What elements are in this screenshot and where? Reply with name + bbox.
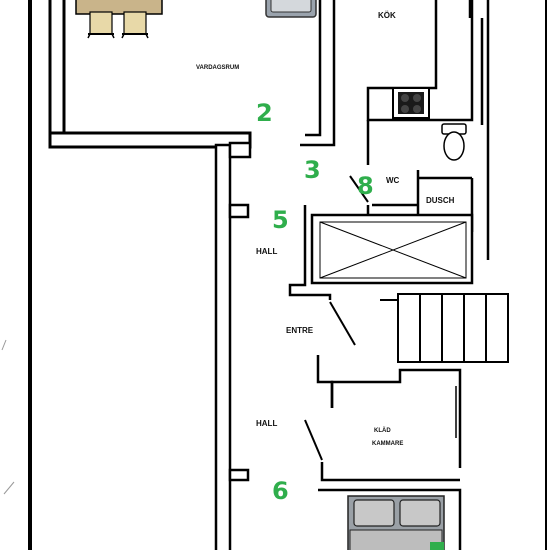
kitchen-inner-wall [300,0,336,147]
shaft-inner [319,221,467,279]
dining-table [75,0,163,39]
shaft-cross-2 [319,221,467,279]
armchair-seat [270,0,312,13]
living-room-wall-left [48,0,66,137]
stairs-outline [397,293,509,363]
stove-burner-3 [401,105,409,113]
bed-pillow-left [353,499,395,527]
entre-door [329,301,356,346]
marker-6: 6 [272,477,289,505]
marker-3: 3 [304,156,321,184]
corridor-left-wall [214,143,232,550]
toilet [441,123,467,161]
armchair [265,0,317,18]
room-label-hall-upper: HALL [256,247,277,256]
chair-1 [89,11,113,35]
corridor-walls [214,141,252,550]
room-label-kok: KÖK [378,11,396,20]
corridor-notch-top [228,141,252,159]
room-label-vardagsrum: VARDAGSRUM [196,65,239,71]
room-label-dusch: DUSCH [426,196,455,205]
room-label-wc: WC [386,176,400,185]
table-top [75,0,163,15]
green-corner-marker [430,542,444,550]
entre-wall-bottom [316,355,334,408]
stove-burner-2 [413,94,421,102]
room-label-entre: ENTRE [286,326,314,335]
closet-bottom [320,462,460,482]
shaft [310,213,474,285]
bed [347,495,445,550]
wc-door [349,175,369,203]
room-label-klad-line1: KLÄD [374,427,391,434]
chair-2-post-r [145,33,149,39]
corridor-notch-low [228,468,250,482]
bed-blanket [349,529,443,550]
left-tick-upper [1,339,7,351]
stove [392,87,430,119]
closet-door [304,419,323,461]
chair-1-post-r [111,33,115,39]
exterior-walls [28,0,547,550]
stairs [380,293,509,363]
left-tick-lower [3,481,15,495]
living-room-wall-bottom [48,131,252,149]
marker-8: 8 [357,172,374,200]
kitchen-walls [300,0,490,260]
hall-walls [288,205,462,550]
chair-2-post-l [121,33,125,39]
left-exterior-wall [28,0,32,550]
toilet-bowl [443,131,465,161]
stove-burner-1 [401,94,409,102]
kitchen-counter-outline [366,0,474,122]
closet-wall [330,368,462,468]
room-label-hall-lower: HALL [256,419,277,428]
corridor-notch-mid [228,203,250,219]
bed-pillow-right [399,499,441,527]
chair-1-post-l [87,33,91,39]
hall-upper-right [288,205,332,300]
marker-5: 5 [272,206,289,234]
marker-2: 2 [256,99,273,127]
stove-burner-4 [413,105,421,113]
bedroom-wall [318,488,462,550]
kitchen-left-wall [305,0,322,137]
shaft-outline [310,213,474,285]
room-label-klad-line2: KAMMARE [372,441,403,447]
chair-2 [123,11,147,35]
